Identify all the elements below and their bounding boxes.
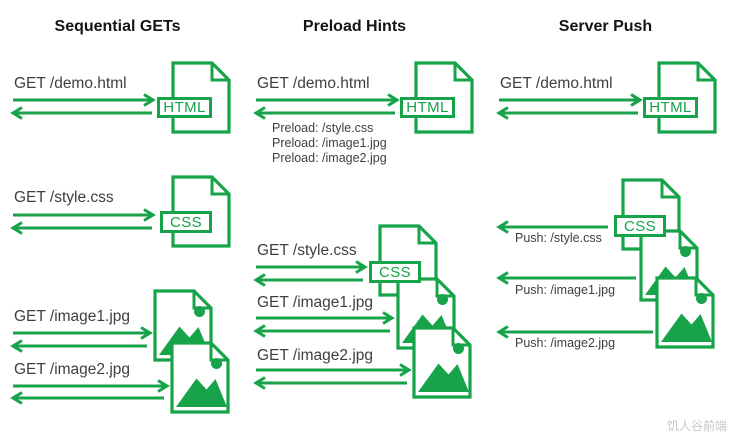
seq-get-image2-response-arrow (10, 391, 164, 405)
seq-get-image1-request-arrow (13, 326, 153, 340)
push-image1-arrow (496, 271, 636, 285)
seq-html-file-label: HTML (157, 97, 212, 118)
push-get-demo-response-arrow (496, 106, 638, 120)
push-style-label: Push: /style.css (515, 231, 602, 245)
seq-get-demo-response-arrow (10, 106, 152, 120)
pre-get-demo-response-arrow (253, 106, 395, 120)
pre-html-file-label: HTML (400, 97, 455, 118)
pre-get-image1-request-arrow (256, 311, 395, 325)
pre-get-style-request-arrow (256, 260, 368, 274)
pre-get-image2-request-arrow (256, 363, 412, 377)
push-css-file-label: CSS (614, 215, 666, 237)
seq-request-demo-label: GET /demo.html (14, 75, 127, 92)
pre-get-style-response-arrow (253, 273, 363, 287)
pre-request-style-label: GET /style.css (257, 242, 357, 259)
push-style-arrow (496, 220, 608, 234)
pre-request-image2-label: GET /image2.jpg (257, 347, 374, 364)
pre-css-file-label: CSS (369, 261, 421, 283)
seq-request-image1-label: GET /image1.jpg (14, 308, 131, 325)
watermark: 饥人谷前端 (667, 419, 728, 433)
pre-image2-file-icon (412, 326, 472, 399)
seq-get-demo-request-arrow (13, 93, 156, 107)
pre-hint-image1-label: Preload: /image1.jpg (272, 136, 387, 150)
seq-get-image2-request-arrow (13, 379, 170, 393)
column-title-push: Server Push (558, 18, 653, 35)
seq-css-file-label: CSS (160, 211, 212, 233)
push-html-file-label: HTML (643, 97, 698, 118)
push-get-demo-request-arrow (499, 93, 643, 107)
column-title-preload: Preload Hints (302, 18, 407, 35)
seq-request-style-label: GET /style.css (14, 189, 114, 206)
seq-get-image1-response-arrow (10, 339, 147, 353)
column-title-sequential: Sequential GETs (54, 18, 181, 35)
pre-get-image2-response-arrow (253, 376, 407, 390)
seq-get-style-response-arrow (10, 221, 152, 235)
pre-hint-style-label: Preload: /style.css (272, 121, 374, 135)
seq-request-image2-label: GET /image2.jpg (14, 361, 131, 378)
push-image2-label: Push: /image2.jpg (515, 336, 616, 350)
seq-image2-file-icon (170, 341, 230, 414)
push-request-demo-label: GET /demo.html (500, 75, 613, 92)
push-image1-label: Push: /image1.jpg (515, 283, 616, 297)
pre-request-image1-label: GET /image1.jpg (257, 294, 374, 311)
push-image2-file-icon (655, 276, 715, 349)
seq-get-style-request-arrow (13, 208, 156, 222)
pre-hint-image2-label: Preload: /image2.jpg (272, 151, 387, 165)
pre-get-image1-response-arrow (253, 324, 390, 338)
pre-get-demo-request-arrow (256, 93, 400, 107)
push-image2-arrow (496, 325, 653, 339)
pre-request-demo-label: GET /demo.html (257, 75, 370, 92)
